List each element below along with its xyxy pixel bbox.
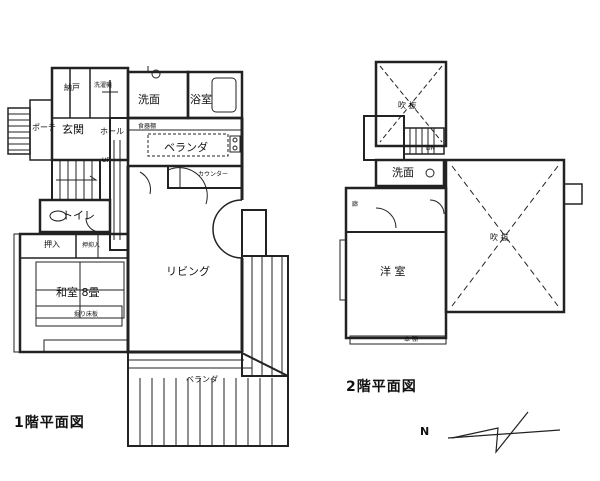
room-nando: 納戸: [64, 83, 80, 92]
room-shelf: 本 棚: [404, 336, 418, 343]
room-oshiire: 押入: [44, 240, 60, 249]
room-tokonoma: 掘り床板: [74, 311, 99, 318]
room-senmen: 洗面: [138, 93, 160, 106]
main-stair: [51, 159, 101, 201]
yoshitsu-walls: [339, 186, 448, 345]
room-yoshitsu: 洋 室: [380, 265, 406, 278]
room-porch: ポーチ: [32, 123, 56, 132]
room-yokushitsu: 浴室: [190, 93, 212, 106]
room-counter: カウンター: [198, 171, 229, 178]
void-large: [444, 158, 583, 314]
void-small: [374, 60, 448, 148]
floor1-title: 1階平面図: [14, 415, 85, 431]
entry-block-walls: [50, 66, 130, 162]
room-hall: ホール: [100, 127, 124, 136]
compass-north-label: N: [420, 425, 430, 438]
lower-veranda: [127, 351, 289, 447]
side-deck: [241, 255, 289, 377]
stair-dn-label: DN: [426, 145, 436, 152]
room-shokkitana: 食器棚: [138, 123, 157, 130]
stair-up-label: UP: [102, 157, 111, 164]
porch-steps: [7, 107, 31, 155]
room-living: リビング: [166, 265, 210, 278]
room-butsudan: 押抑入: [82, 242, 101, 249]
room-toilet: トイレ: [62, 209, 95, 222]
washroom-2f-walls: [374, 158, 446, 188]
room-ro: 廊: [352, 201, 359, 208]
hall-corridor: [109, 117, 129, 251]
floor2-title: 2階平面図: [346, 379, 417, 395]
compass-arrow: [447, 411, 561, 454]
room-veranda-upper: ベランダ: [164, 141, 208, 154]
room-veranda-lower: ベランダ: [186, 375, 218, 384]
room-senmen-2f: 洗面: [392, 166, 414, 179]
washitsu-walls: [13, 232, 130, 354]
room-void-small: 吹 抜: [398, 101, 417, 110]
room-laundry: 洗濯機: [94, 82, 113, 89]
bath-walls: [126, 66, 244, 120]
room-genkan: 玄関: [62, 123, 84, 136]
room-void-large: 吹 抜: [490, 233, 509, 242]
room-washitsu: 和室 8畳: [56, 286, 100, 299]
